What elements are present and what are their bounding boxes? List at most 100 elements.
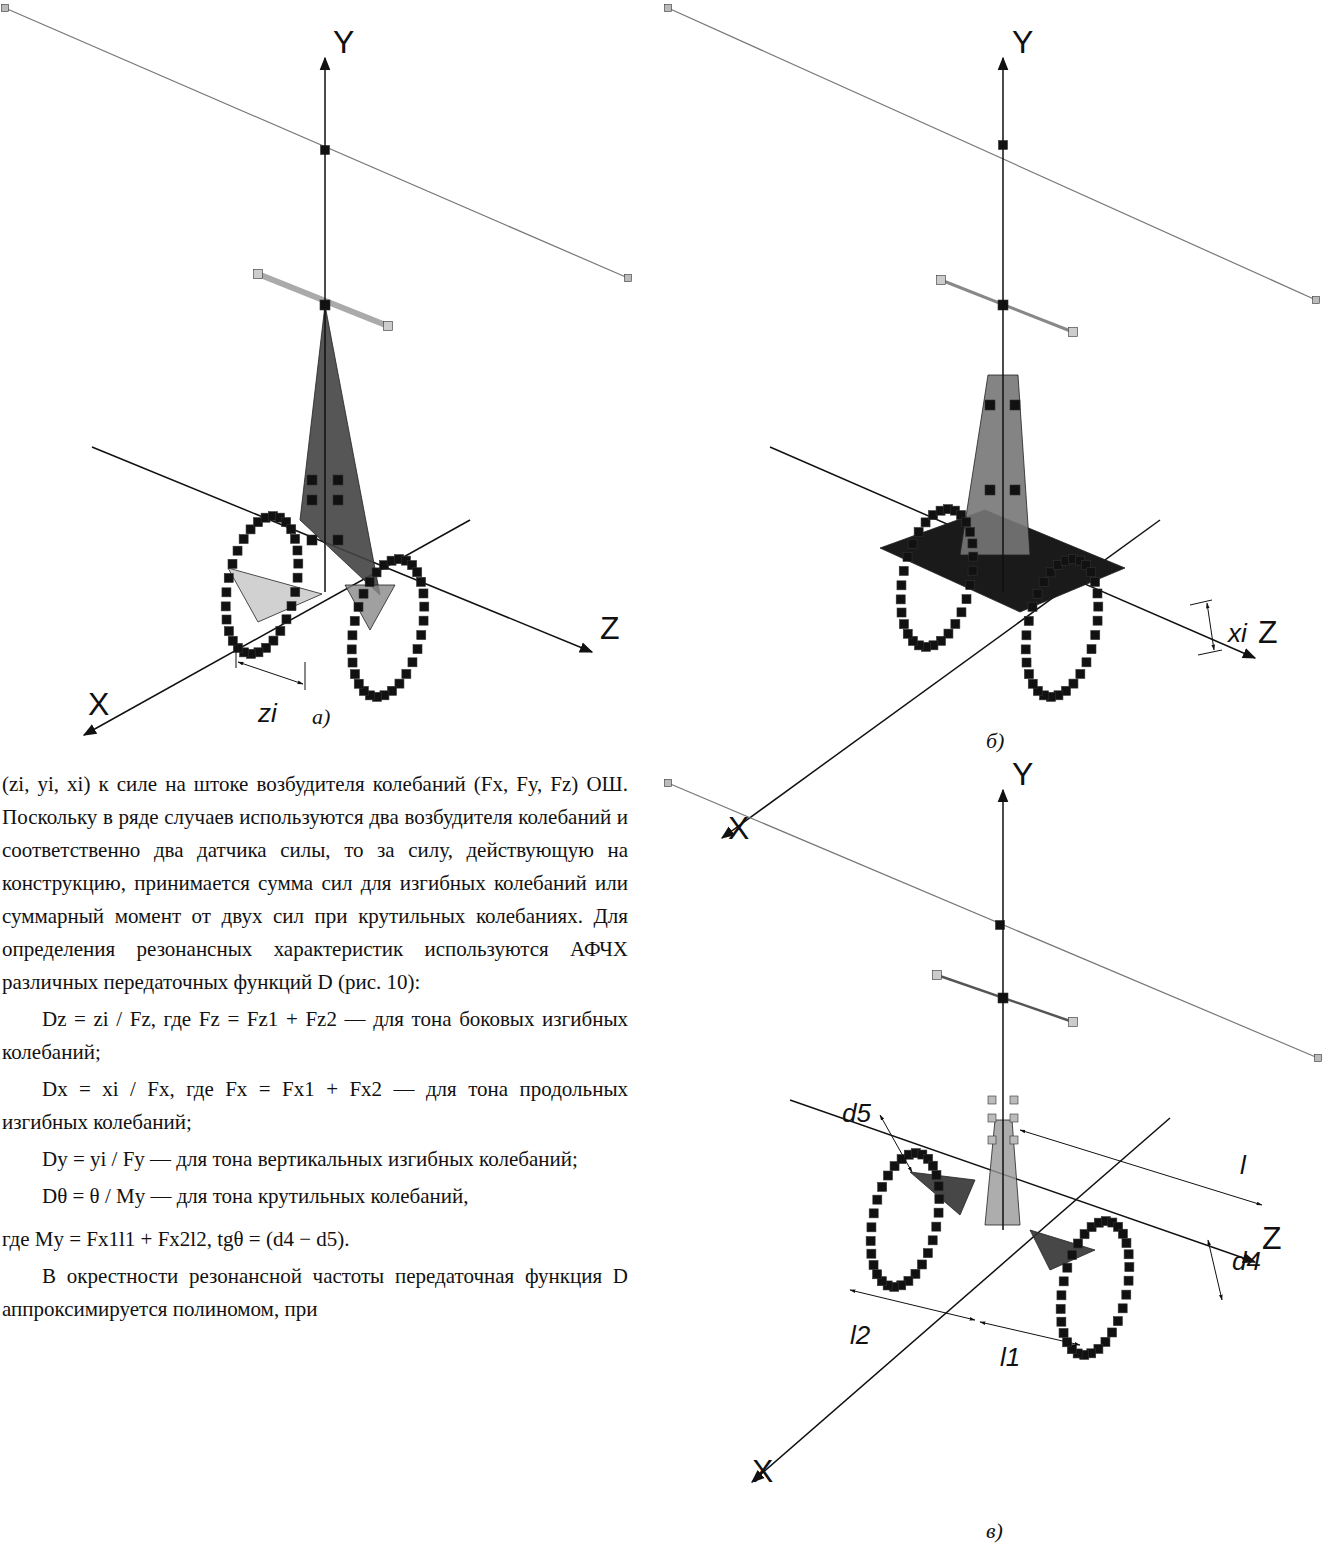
extension-line (1190, 600, 1212, 605)
wheel-dot (1082, 658, 1091, 667)
wheel-dot (291, 534, 300, 543)
wheel-dot (417, 577, 426, 586)
wheel-dot (224, 573, 233, 582)
axis-label: Y (333, 26, 354, 58)
wheel-dot (1033, 589, 1042, 598)
wheel-dot (928, 1161, 937, 1170)
frame-panel (960, 375, 1030, 555)
wheel-dot (867, 1223, 876, 1232)
body-paragraph: Dy = yi / Fy — для тона вертикальных изг… (2, 1143, 628, 1176)
wheel-dot (968, 566, 977, 575)
wheel-dot (1039, 578, 1048, 587)
antenna-line (668, 8, 1316, 300)
wheel-dot (896, 595, 905, 604)
block (1010, 485, 1020, 495)
wheel-dot (903, 552, 912, 561)
block (333, 535, 343, 545)
dimension-label: d4 (1232, 1248, 1261, 1274)
wheel-dot (413, 645, 422, 654)
end-dot (384, 322, 393, 331)
subfigure-label: в) (986, 1520, 1003, 1542)
wheel-dot (1125, 1263, 1134, 1272)
wheel-dot (1073, 1239, 1082, 1248)
wheel-dot (224, 627, 233, 636)
wheel-dot (968, 539, 977, 548)
y-axis (1002, 790, 1004, 1230)
wheel-dot (1059, 1328, 1068, 1337)
dimension-line (880, 1115, 912, 1172)
dimension-line (1020, 1130, 1262, 1205)
wheel-dot (359, 589, 368, 598)
wheel-dot (1124, 1276, 1133, 1285)
block (985, 485, 995, 495)
block (307, 495, 317, 505)
wheel-dot (417, 631, 426, 640)
wheel-dot (957, 608, 966, 617)
wheel-dot (420, 602, 429, 611)
wheel-dot (287, 602, 296, 611)
bar-line (941, 280, 1073, 332)
wheel-dot (1022, 658, 1031, 667)
block (1010, 1096, 1018, 1104)
dimension-label: zi (258, 700, 277, 726)
block (1010, 400, 1020, 410)
wheel-dot (365, 578, 374, 587)
wheel-dot (903, 629, 912, 638)
wheel-dot (1059, 1277, 1068, 1286)
wheel-dot (348, 631, 357, 640)
wheel-dot (1124, 1250, 1133, 1259)
wheel-dot (1091, 577, 1100, 586)
block (988, 1136, 996, 1144)
wheel-dot (293, 546, 302, 555)
wheel-dot (1093, 616, 1102, 625)
wheel-dot (918, 1260, 927, 1269)
end-dot (665, 5, 672, 12)
end-dot (254, 270, 263, 279)
wheel-dot (873, 1270, 882, 1279)
wheel-dot (878, 1182, 887, 1191)
dimension-line (850, 1290, 975, 1320)
wheel-dot (354, 602, 363, 611)
wheel-dot (350, 616, 359, 625)
wheel-dot (1024, 670, 1033, 679)
wheel-dot (347, 645, 356, 654)
wheel-dot (1122, 1290, 1131, 1299)
dimension-label: l2 (850, 1322, 870, 1348)
end-dot (1069, 1018, 1078, 1027)
frame-panel (345, 585, 395, 630)
wheel-dot (883, 1171, 892, 1180)
wheel-dot (293, 573, 302, 582)
wheel-dot (934, 1182, 943, 1191)
dimension-label: l (1240, 1152, 1246, 1178)
wheel-dot (1122, 1239, 1131, 1248)
wheel-dot (923, 1249, 932, 1258)
wheel-dot (221, 602, 230, 611)
body-paragraph: В окрестности резонансной частоты переда… (2, 1260, 628, 1326)
wheel-dot (1118, 1304, 1127, 1313)
wheel-dot (969, 552, 978, 561)
wheel-dot (1108, 1328, 1117, 1337)
wheel-dot (935, 1195, 944, 1204)
wheel-dot (928, 1236, 937, 1245)
wheel-dot (1057, 1291, 1066, 1300)
wheel-dot (233, 546, 242, 555)
axis-label: Z (600, 612, 620, 644)
block (307, 535, 317, 545)
wheel-dot (1028, 602, 1037, 611)
wheel-dot (899, 620, 908, 629)
x-axis (752, 1118, 1170, 1482)
wheel-dot (1063, 1263, 1072, 1272)
end-dot (1069, 328, 1078, 337)
end-dot (937, 276, 946, 285)
axis-label: X (88, 688, 109, 720)
wheel-dot (869, 1209, 878, 1218)
wheel-dot (867, 1249, 876, 1258)
axis-label: X (752, 1455, 773, 1487)
wheel-dot (294, 559, 303, 568)
dimension-label: xi (1228, 620, 1247, 646)
wheel-dot (1024, 616, 1033, 625)
wheel-dot (873, 1195, 882, 1204)
wheel-dot (908, 539, 917, 548)
frame-panel (300, 305, 380, 595)
block (988, 1114, 996, 1122)
